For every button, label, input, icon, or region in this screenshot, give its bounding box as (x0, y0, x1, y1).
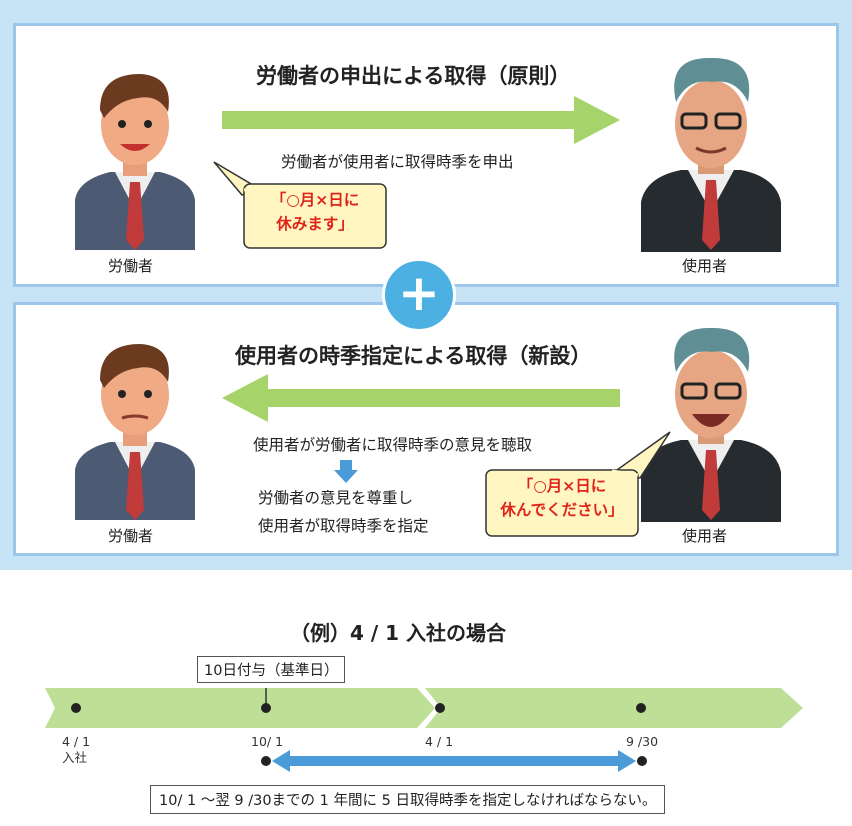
worker-bubble-line2: 休みます」 (276, 215, 354, 233)
tick-label: 4 / 1 入社 (62, 734, 91, 765)
principle-subtitle: 労働者が使用者に取得時季を申出 (281, 153, 514, 171)
plus-circle-icon (382, 258, 456, 332)
designation-arrow-left (222, 374, 620, 422)
employer-bubble-line1: 「○月×日に (517, 477, 607, 495)
employer-speech-bubble (485, 431, 671, 537)
tick-label: 9 /30 (626, 734, 659, 749)
employer-figure-icon (641, 57, 781, 252)
worker-bubble-line1: 「○月×日に (270, 191, 360, 209)
employer-figure-icon (641, 327, 781, 522)
worker-figure-icon (75, 74, 195, 250)
worker-figure-icon (75, 344, 195, 520)
timeline-dot (261, 703, 271, 713)
designation-line2: 労働者の意見を尊重し (258, 489, 414, 507)
designation-line1: 使用者が労働者に取得時季の意見を聴取 (253, 436, 533, 454)
plus-sign: + (398, 264, 440, 322)
timeline-dot (71, 703, 81, 713)
period-double-arrow (261, 750, 647, 772)
principle-title: 労働者の申出による取得（原則） (256, 64, 571, 88)
timeline-dot (636, 703, 646, 713)
employer-bubble-line2: 休んでください」 (500, 501, 624, 519)
worker-role-label: 労働者 (108, 527, 154, 545)
employer-role-label: 使用者 (682, 527, 728, 545)
timeline-dot (435, 703, 445, 713)
timeline-band (45, 688, 803, 728)
employer-role-label: 使用者 (682, 257, 728, 275)
worker-speech-bubble (213, 161, 387, 249)
example-title: （例）4 / 1 入社の場合 (290, 621, 507, 645)
employer-bubble-text: 「○月×日に 休んでください」 (486, 474, 638, 522)
requirement-note: 10/ 1 ～翌 9 /30までの 1 年間に 5 日取得時季を指定しなければな… (150, 785, 666, 814)
worker-bubble-text: 「○月×日に 休みます」 (244, 188, 386, 236)
tick-label: 4 / 1 (425, 734, 454, 749)
worker-role-label: 労働者 (108, 257, 154, 275)
tick-label: 10/ 1 (251, 734, 284, 749)
principle-arrow-right (222, 96, 620, 144)
down-arrow-icon (334, 460, 358, 483)
designation-title: 使用者の時季指定による取得（新設） (235, 344, 592, 368)
grant-date-label: 10日付与（基準日） (197, 656, 346, 683)
designation-line3: 使用者が取得時季を指定 (258, 517, 429, 535)
